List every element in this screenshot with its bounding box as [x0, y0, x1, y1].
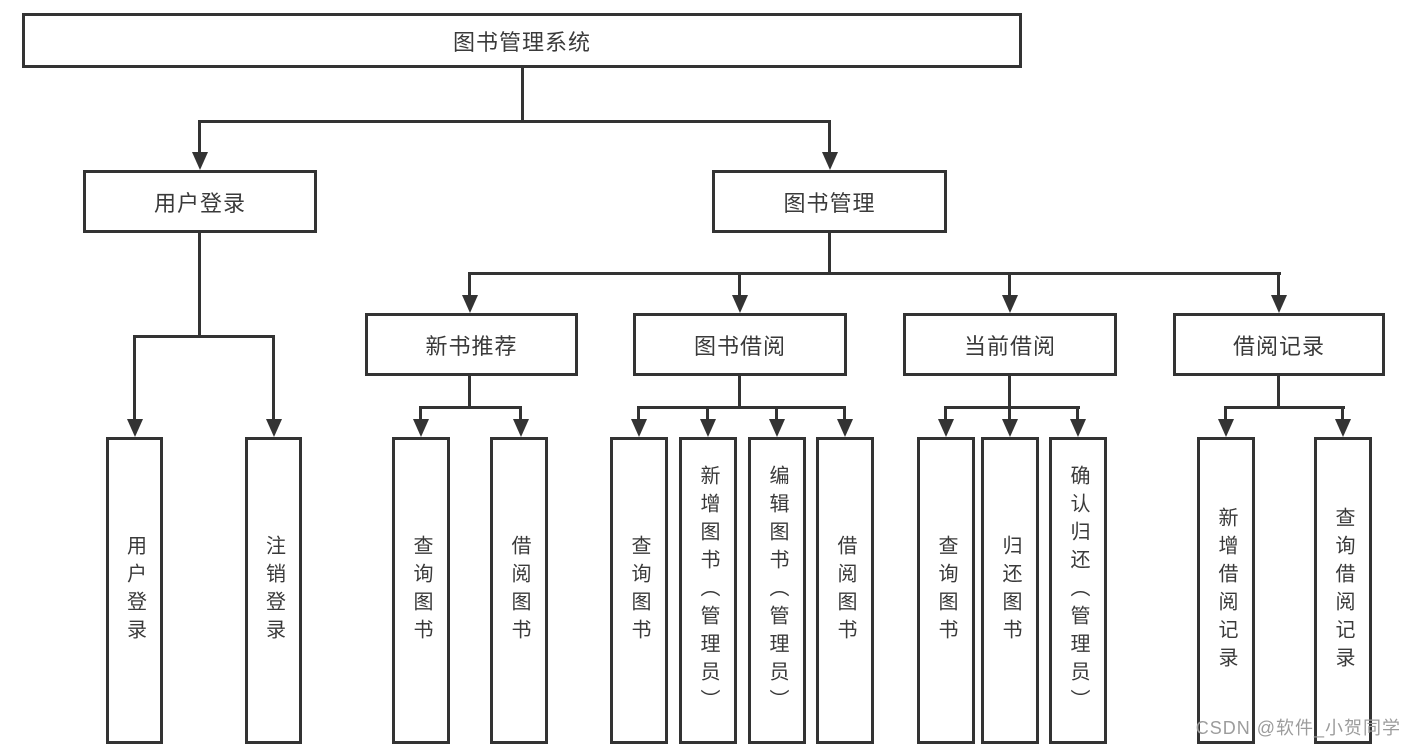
- connector-cb-stem: [1008, 376, 1011, 406]
- leaf-logout: 注销登录: [245, 437, 302, 744]
- connector-drop-bb-add: [706, 406, 709, 419]
- node-user-login: 用户登录: [83, 170, 317, 233]
- arrowhead-down-icon: [1218, 419, 1234, 437]
- connector-br-bar: [1224, 406, 1345, 409]
- leaf-bb-borrow-book: 借阅图书: [816, 437, 874, 744]
- connector-drop-user-login: [198, 120, 201, 152]
- leaf-br-query-record: 查询借阅记录: [1314, 437, 1372, 744]
- arrowhead-down-icon: [769, 419, 785, 437]
- connector-drop-bb-borrow: [843, 406, 846, 419]
- connector-drop-book-borrow: [738, 272, 741, 295]
- connector-drop-current-borrow: [1008, 272, 1011, 295]
- connector-drop-nbr-query: [419, 406, 422, 419]
- leaf-br-add-record: 新增借阅记录: [1197, 437, 1255, 744]
- connector-cb-bar: [944, 406, 1080, 409]
- connector-drop-cb-return: [1008, 406, 1011, 419]
- node-new-book-rec: 新书推荐: [365, 313, 578, 376]
- arrowhead-down-icon: [513, 419, 529, 437]
- arrowhead-down-icon: [1335, 419, 1351, 437]
- connector-drop-book-mgmt: [828, 120, 831, 152]
- arrowhead-down-icon: [700, 419, 716, 437]
- connector-user-login-bar: [133, 335, 275, 338]
- arrowhead-down-icon: [1002, 419, 1018, 437]
- leaf-bb-query-book: 查询图书: [610, 437, 668, 744]
- connector-user-login-stem: [198, 233, 201, 335]
- connector-drop-cb-confirm: [1076, 406, 1079, 419]
- connector-book-mgmt-stem: [828, 233, 831, 272]
- leaf-cb-query-book: 查询图书: [917, 437, 975, 744]
- leaf-user-login: 用户登录: [106, 437, 163, 744]
- arrowhead-down-icon: [822, 152, 838, 170]
- connector-drop-new-book-rec: [468, 272, 471, 295]
- connector-drop-nbr-borrow: [519, 406, 522, 419]
- connector-drop-bb-edit: [775, 406, 778, 419]
- connector-drop-bb-query: [637, 406, 640, 419]
- connector-root-bar: [198, 120, 831, 123]
- connector-drop-cb-query: [944, 406, 947, 419]
- arrowhead-down-icon: [1271, 295, 1287, 313]
- connector-nbr-stem: [468, 376, 471, 406]
- leaf-nbr-borrow-book: 借阅图书: [490, 437, 548, 744]
- arrowhead-down-icon: [127, 419, 143, 437]
- node-root: 图书管理系统: [22, 13, 1022, 68]
- arrowhead-down-icon: [266, 419, 282, 437]
- connector-nbr-bar: [419, 406, 522, 409]
- connector-drop-ul-login: [133, 335, 136, 419]
- node-borrow-record: 借阅记录: [1173, 313, 1385, 376]
- csdn-watermark: CSDN @软件_小贺同学: [1195, 718, 1401, 738]
- connector-br-stem: [1277, 376, 1280, 406]
- node-current-borrow: 当前借阅: [903, 313, 1117, 376]
- node-book-mgmt: 图书管理: [712, 170, 947, 233]
- arrowhead-down-icon: [732, 295, 748, 313]
- connector-drop-br-add: [1224, 406, 1227, 419]
- connector-book-mgmt-bar: [468, 272, 1281, 275]
- leaf-cb-return-book: 归还图书: [981, 437, 1039, 744]
- arrowhead-down-icon: [192, 152, 208, 170]
- connector-drop-borrow-record: [1277, 272, 1280, 295]
- arrowhead-down-icon: [631, 419, 647, 437]
- arrowhead-down-icon: [938, 419, 954, 437]
- leaf-bb-add-book: 新增图书（管理员）: [679, 437, 737, 744]
- arrowhead-down-icon: [1002, 295, 1018, 313]
- leaf-bb-edit-book: 编辑图书（管理员）: [748, 437, 806, 744]
- connector-bb-bar: [637, 406, 845, 409]
- connector-drop-ul-logout: [272, 335, 275, 419]
- connector-drop-br-query: [1341, 406, 1344, 419]
- arrowhead-down-icon: [462, 295, 478, 313]
- arrowhead-down-icon: [837, 419, 853, 437]
- arrowhead-down-icon: [413, 419, 429, 437]
- connector-bb-stem: [738, 376, 741, 406]
- node-book-borrow: 图书借阅: [633, 313, 847, 376]
- arrowhead-down-icon: [1070, 419, 1086, 437]
- connector-root-stem: [521, 68, 524, 120]
- leaf-nbr-query-book: 查询图书: [392, 437, 450, 744]
- leaf-cb-confirm-return: 确认归还（管理员）: [1049, 437, 1107, 744]
